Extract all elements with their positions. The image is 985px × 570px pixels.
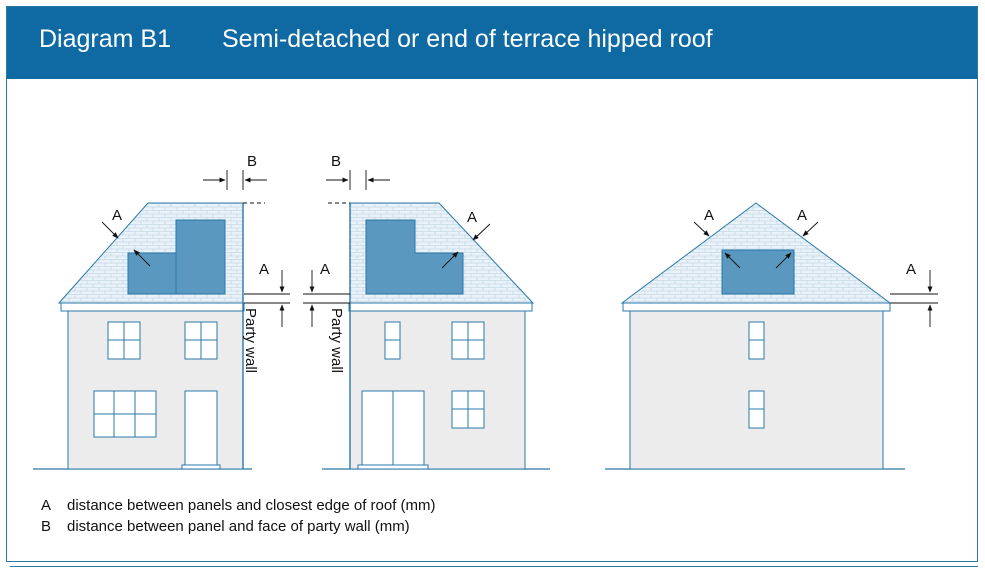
left-window-upper-1 bbox=[107, 321, 141, 360]
label-b-middle: B bbox=[331, 153, 341, 170]
diagram-title: Semi-detached or end of terrace hipped r… bbox=[222, 25, 713, 53]
legend-text-a: distance between panels and closest edge… bbox=[67, 497, 436, 514]
right-window-lower bbox=[748, 390, 765, 429]
bottom-rule bbox=[10, 566, 978, 567]
left-door bbox=[184, 390, 218, 466]
middle-house bbox=[348, 202, 535, 470]
party-wall-label-right: Party wall bbox=[328, 308, 345, 373]
label-a-right-vert: A bbox=[906, 261, 916, 278]
right-window-upper bbox=[748, 321, 765, 360]
a-diag-left-inner bbox=[133, 249, 151, 267]
label-a-mid-vert: A bbox=[320, 261, 330, 278]
label-a-right-right: A bbox=[797, 207, 807, 224]
left-window-upper-2 bbox=[184, 321, 218, 360]
right-eaves bbox=[622, 302, 891, 312]
label-a-right-left: A bbox=[704, 207, 714, 224]
diagram-id: Diagram B1 bbox=[39, 25, 171, 53]
header-bar: Diagram B1 Semi-detached or end of terra… bbox=[7, 7, 977, 79]
a-diag-right-left-inner bbox=[724, 252, 741, 269]
middle-double-door bbox=[361, 390, 425, 466]
a-diag-right-left-outer bbox=[693, 221, 710, 237]
party-wall-label-left: Party wall bbox=[242, 308, 259, 373]
legend-text-b: distance between panel and face of party… bbox=[67, 518, 410, 535]
legend-letter-b: B bbox=[41, 518, 52, 535]
a-diag-mid-inner bbox=[441, 251, 459, 269]
right-panel bbox=[721, 249, 795, 295]
middle-eaves bbox=[348, 302, 533, 312]
right-house bbox=[620, 202, 892, 470]
left-eaves bbox=[60, 302, 245, 312]
legend-letter-a: A bbox=[41, 497, 52, 514]
label-b-left: B bbox=[247, 153, 257, 170]
dimension-markings bbox=[101, 170, 938, 327]
middle-panel-l-shape bbox=[365, 219, 464, 295]
middle-window-lower bbox=[451, 390, 485, 429]
middle-window-upper-2 bbox=[451, 321, 485, 360]
a-diag-right-right-outer bbox=[802, 221, 819, 237]
label-a-left-vert: A bbox=[259, 261, 269, 278]
a-diag-mid-outer bbox=[472, 223, 491, 241]
middle-door-step bbox=[357, 464, 429, 470]
a-diag-right-right-inner bbox=[775, 252, 792, 269]
left-window-lower bbox=[93, 390, 157, 438]
left-house bbox=[57, 202, 245, 470]
a-diag-left-outer bbox=[101, 221, 119, 239]
label-a-mid-diag: A bbox=[467, 209, 477, 226]
left-door-step bbox=[181, 464, 221, 470]
label-a-left-diag: A bbox=[112, 207, 122, 224]
